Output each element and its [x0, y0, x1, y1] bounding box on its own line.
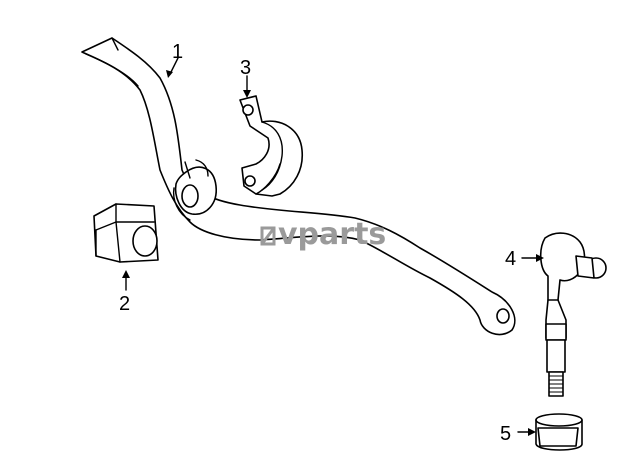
stabilizer-link — [539, 232, 607, 397]
callout-5: 5 — [500, 423, 511, 445]
callout-4: 4 — [505, 248, 516, 270]
bushing — [93, 203, 159, 263]
bracket — [239, 95, 304, 197]
nut — [535, 413, 583, 451]
callout-3: 3 — [240, 57, 251, 79]
watermark: vparts — [260, 217, 386, 252]
callout-2: 2 — [119, 293, 130, 315]
stabilizer-bar — [81, 37, 516, 336]
callout-arrows — [122, 57, 544, 436]
callout-1: 1 — [172, 41, 183, 63]
watermark-text: vparts — [278, 217, 386, 252]
link-threads — [548, 371, 564, 397]
